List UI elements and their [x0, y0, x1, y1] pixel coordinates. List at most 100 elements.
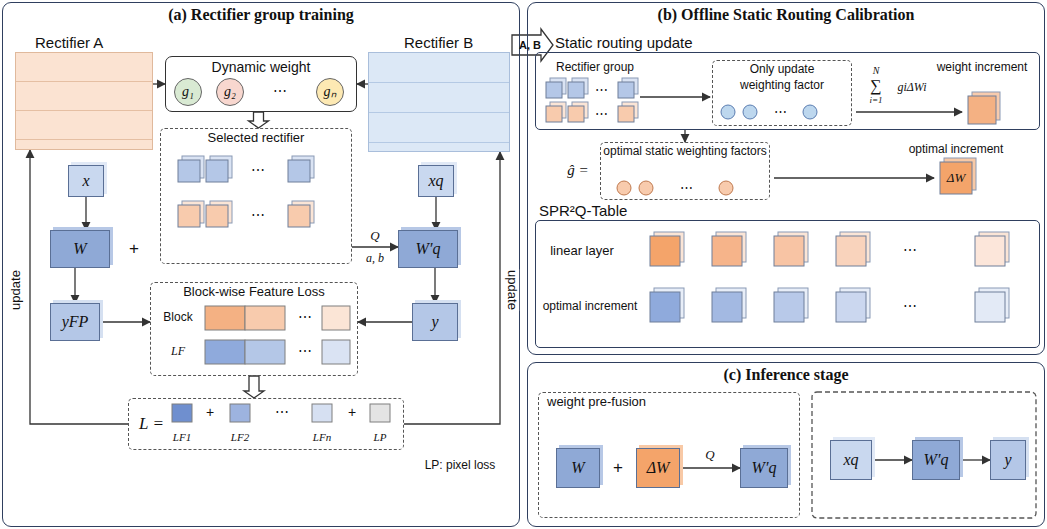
annotation: ⋯ [903, 299, 917, 314]
connector [435, 197, 436, 230]
loss-sum-box: L = [128, 398, 404, 450]
connector [512, 29, 553, 61]
connector [244, 376, 264, 398]
symbol-label: W′q [416, 240, 441, 258]
shape-block [650, 236, 680, 266]
panel-title: (b) Offline Static Routing Calibration [528, 3, 1044, 24]
annotation: LF [171, 345, 185, 358]
shape-block [546, 106, 562, 122]
annotation: ∑ [870, 77, 881, 95]
annotation: LFn [313, 431, 331, 443]
annotation: ⋯ [903, 243, 917, 258]
tensor-cube: W [50, 230, 110, 268]
shape-block [712, 236, 742, 266]
symbol-label: W [571, 459, 584, 477]
edge-label: Q [369, 229, 380, 243]
annotation: ⋯ [595, 83, 608, 97]
block-outline [535, 220, 1040, 348]
block-outline [368, 52, 510, 152]
weight-circle [639, 181, 653, 195]
annotation: ⋯ [275, 405, 289, 420]
tensor-cube: y [412, 303, 458, 341]
tensor-cube: W′q [398, 230, 458, 268]
symbol-label: g₂ [224, 84, 236, 100]
shape-block [712, 292, 742, 322]
symbol-label: gₙ [324, 84, 337, 100]
flow-arrow [774, 177, 934, 178]
connector [358, 321, 412, 322]
shape-block [618, 82, 634, 98]
symbol-label: y [431, 313, 438, 331]
panel: (c) Inference stageweight pre-fusionWΔWW… [527, 362, 1045, 527]
rectifier-block: Rectifier B [368, 34, 510, 152]
box-label: Static routing update [535, 34, 1040, 52]
connector [352, 246, 398, 247]
annotation: i=1 [869, 96, 882, 106]
box-label: Only update [713, 61, 851, 77]
annotation: ⋯ [298, 344, 312, 359]
table-box: SPR²Q-Table [535, 202, 1040, 348]
shape-block [322, 340, 350, 364]
edge-label: Q [704, 448, 715, 462]
group-box: Selected rectifier [160, 128, 352, 264]
annotation: a, b [366, 252, 384, 265]
annotation: giΔWi [897, 81, 926, 94]
annotation: + [129, 240, 139, 259]
weight-box: Dynamic weightg₁g₂gₙ [165, 56, 357, 112]
panel-title: (a) Rectifier group training [3, 3, 519, 24]
connector [357, 83, 368, 84]
annotation: Block [163, 311, 192, 324]
shape-block [836, 292, 866, 322]
annotation: optimal increment [543, 300, 638, 313]
edge-label: A, B [518, 39, 542, 51]
weight-circle [743, 105, 757, 119]
connector [684, 130, 685, 142]
box-label: Block-wise Feature Loss [151, 283, 357, 300]
annotation: ΔW [947, 171, 965, 185]
shape-block [205, 306, 245, 330]
shape-block [288, 205, 310, 227]
symbol-label: g₁ [182, 84, 194, 100]
tensor-cube: W [556, 448, 600, 488]
tensor-cube: x [68, 165, 104, 197]
routing-box: Static routing updateOnly updateweightin… [535, 34, 1040, 130]
annotation: + [613, 459, 623, 478]
shape-block [178, 160, 200, 182]
connector [153, 83, 165, 84]
annotation: + [206, 405, 214, 420]
connector [249, 112, 269, 128]
shape-block [774, 292, 804, 322]
tensor-cube: ΔW [636, 448, 680, 488]
connector [100, 321, 150, 322]
shape-block [975, 236, 1005, 266]
shape-block [618, 106, 634, 122]
annotation: LF1 [173, 431, 191, 443]
weight-circle: gₙ [316, 78, 344, 106]
panel: (a) Rectifier group trainingRectifier AR… [2, 2, 520, 527]
shape-block [568, 82, 584, 98]
weight-circle [719, 181, 733, 195]
annotation: ⋯ [251, 163, 265, 178]
shape-block [288, 160, 310, 182]
weight-circle: g₁ [174, 78, 202, 106]
tensor-cube: W′q [912, 440, 960, 480]
annotation: LP [374, 431, 387, 443]
shape-block [205, 340, 245, 364]
shape-block [650, 292, 680, 322]
shape-block [230, 404, 250, 422]
shape-block [774, 236, 804, 266]
shape-block [968, 96, 996, 124]
shape-block [172, 404, 192, 422]
connector [85, 197, 86, 230]
weight-circle [617, 181, 631, 195]
tensor-cube: xq [418, 165, 454, 197]
symbol-label: xq [428, 172, 443, 190]
annotation: ⋯ [251, 208, 265, 223]
block-outline [15, 52, 153, 150]
loss-box: Block-wise Feature Loss [150, 282, 358, 376]
annotation: ⋯ [273, 84, 287, 99]
symbol-label: yFP [62, 313, 89, 331]
box-label: optimal static weighting factors [601, 143, 769, 159]
annotation: ⋯ [595, 107, 608, 121]
